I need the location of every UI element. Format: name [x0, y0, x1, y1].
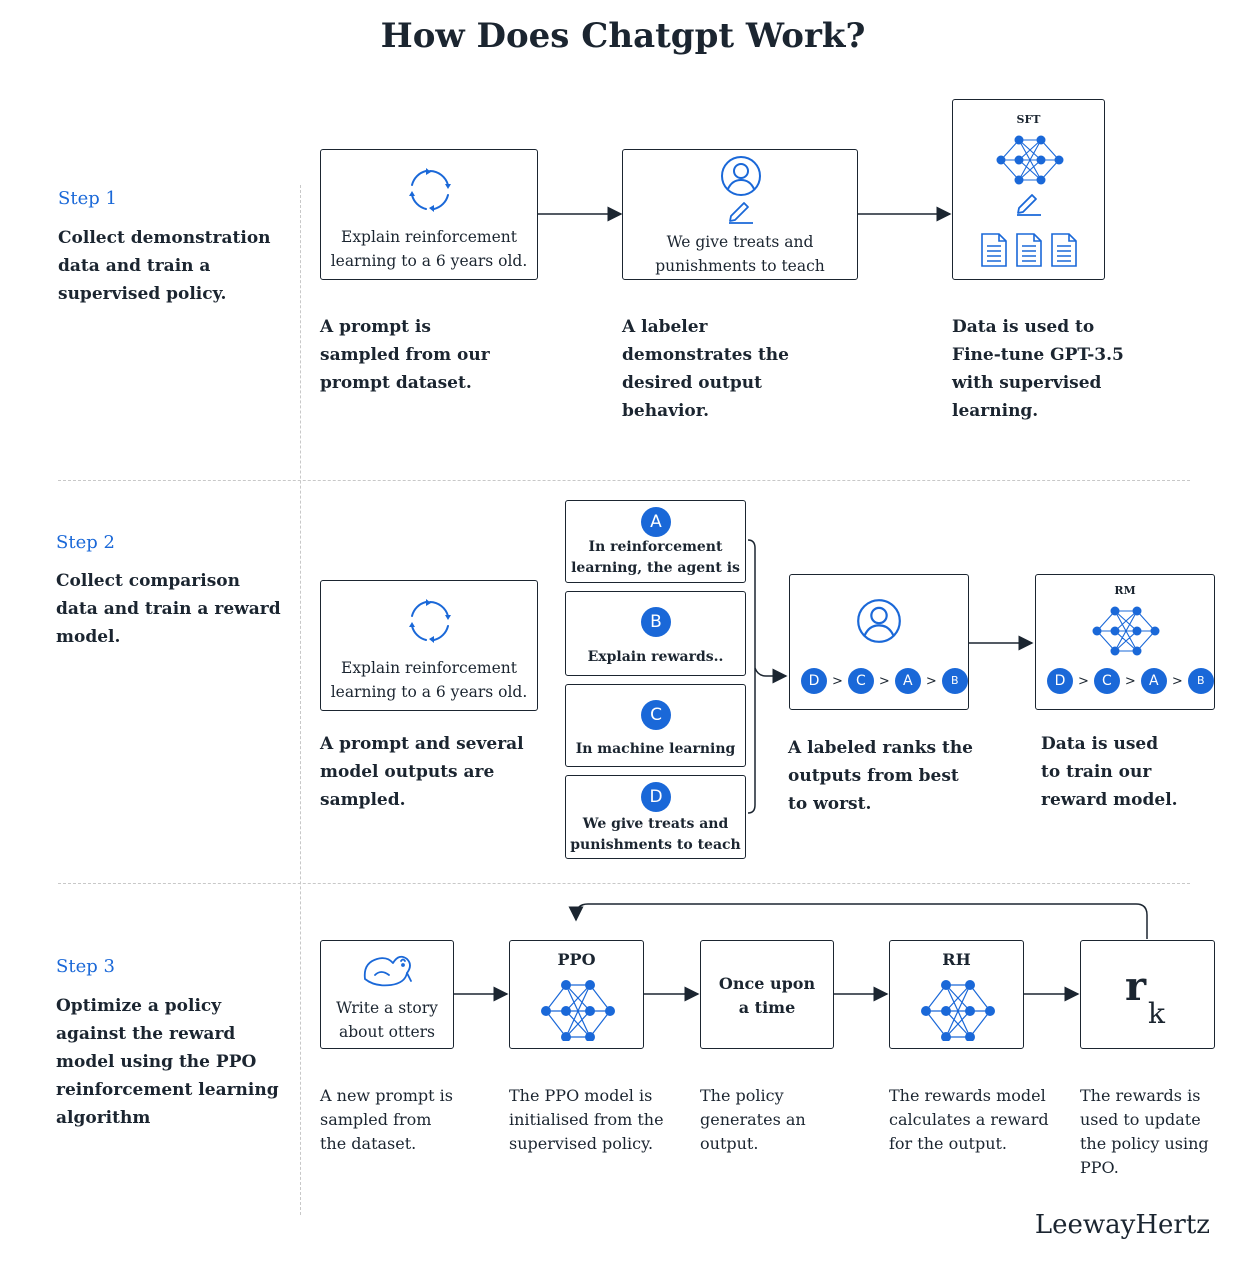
step1-data-caption: Data is used to Fine-tune GPT-3.5 with s… [952, 317, 1124, 421]
rank-badge: D [801, 668, 827, 694]
step3-reward-box: r k [1080, 940, 1215, 1049]
rank-badge: D [1047, 668, 1073, 694]
step1-labeler-caption: A labeler demonstrates the desired outpu… [622, 317, 789, 421]
step3-ppo-box: PPO [509, 940, 644, 1049]
document-icon [981, 233, 1007, 267]
step2-data-caption: Data is used to train our reward model. [1041, 734, 1178, 810]
divider-step1-step2 [58, 480, 1190, 481]
step3-rh-box: RH [889, 940, 1024, 1049]
step3-ppo-caption: The PPO model is initialised from the su… [509, 1086, 664, 1153]
step2-rank-caption: A labeled ranks the outputs from best to… [788, 738, 973, 814]
rank-badge: C [1093, 668, 1120, 694]
step1-prompt-caption: A prompt is sampled from our prompt data… [320, 317, 490, 393]
pencil-icon [729, 202, 753, 224]
rank-badge: A [894, 668, 921, 694]
step2-rank-box: D > C > A > B [789, 574, 969, 710]
option-c-box: C In machine learning [565, 684, 746, 767]
ranking-row: D > C > A > B [801, 668, 968, 694]
step3-output-box: Once upon a time [700, 940, 834, 1049]
step3-reward-caption: The rewards is used to update the policy… [1080, 1086, 1209, 1177]
document-icon [1016, 233, 1042, 267]
option-d-box: D We give treats and punishments to teac… [565, 775, 746, 859]
rank-badge: B [941, 668, 968, 694]
neural-network-icon [1092, 606, 1160, 656]
user-icon [721, 156, 761, 196]
divider-step2-step3 [58, 883, 1190, 884]
step2-prompt-caption: A prompt and several model outputs are s… [320, 734, 524, 810]
ranking-row: D > C > A > B [1047, 668, 1214, 694]
step3-output-caption: The policy generates an output. [700, 1086, 806, 1153]
step1-description: Collect demonstration data and train a s… [58, 228, 271, 304]
option-a-badge: A [641, 507, 671, 537]
step3-description: Optimize a policy against the reward mod… [56, 996, 279, 1128]
refresh-cycle-icon [409, 168, 451, 212]
document-icon [1051, 233, 1077, 267]
brand-logo: LeewayHertz [1034, 1210, 1210, 1240]
page-title: How Does Chatgpt Work? [380, 16, 866, 56]
step2-rm-box: RM D > C > A > B [1035, 574, 1215, 710]
step1-label: Step 1 [58, 188, 117, 209]
step3-prompt-caption: A new prompt is sampled from the dataset… [320, 1086, 453, 1153]
rm-label: RM [1114, 584, 1136, 597]
step1-prompt-box: Explain reinforcement learning to a 6 ye… [320, 149, 538, 280]
step1-sft-box: SFT [952, 99, 1105, 280]
refresh-cycle-icon [409, 599, 451, 643]
neural-network-icon [541, 980, 615, 1041]
rank-badge: C [847, 668, 874, 694]
sft-label: SFT [1016, 113, 1041, 126]
option-b-box: B Explain rewards.. [565, 591, 746, 676]
neural-network-icon [996, 135, 1064, 185]
step3-prompt-box: Write a story about otters [320, 940, 454, 1049]
option-a-box: A In reinforcement learning, the agent i… [565, 500, 746, 583]
step1-labeler-box: We give treats and punishments to teach [622, 149, 858, 280]
neural-network-icon [921, 980, 995, 1041]
vertical-divider [300, 185, 301, 1215]
step2-prompt-box: Explain reinforcement learning to a 6 ye… [320, 580, 538, 711]
option-d-badge: D [641, 782, 671, 812]
option-b-badge: B [641, 607, 671, 637]
otter-icon [363, 955, 412, 987]
pencil-icon [1017, 194, 1041, 216]
reward-subscript: k [1148, 997, 1165, 1030]
ppo-label: PPO [557, 950, 596, 969]
rank-badge: A [1140, 668, 1167, 694]
reward-symbol: r [1125, 963, 1147, 1010]
option-c-badge: C [641, 700, 671, 730]
step2-label: Step 2 [56, 532, 115, 553]
rank-badge: B [1187, 668, 1214, 694]
step3-rh-caption: The rewards model calculates a reward fo… [889, 1086, 1049, 1153]
step2-description: Collect comparison data and train a rewa… [56, 571, 281, 647]
user-icon [857, 599, 901, 643]
step3-label: Step 3 [56, 956, 115, 977]
rh-label: RH [942, 950, 971, 969]
